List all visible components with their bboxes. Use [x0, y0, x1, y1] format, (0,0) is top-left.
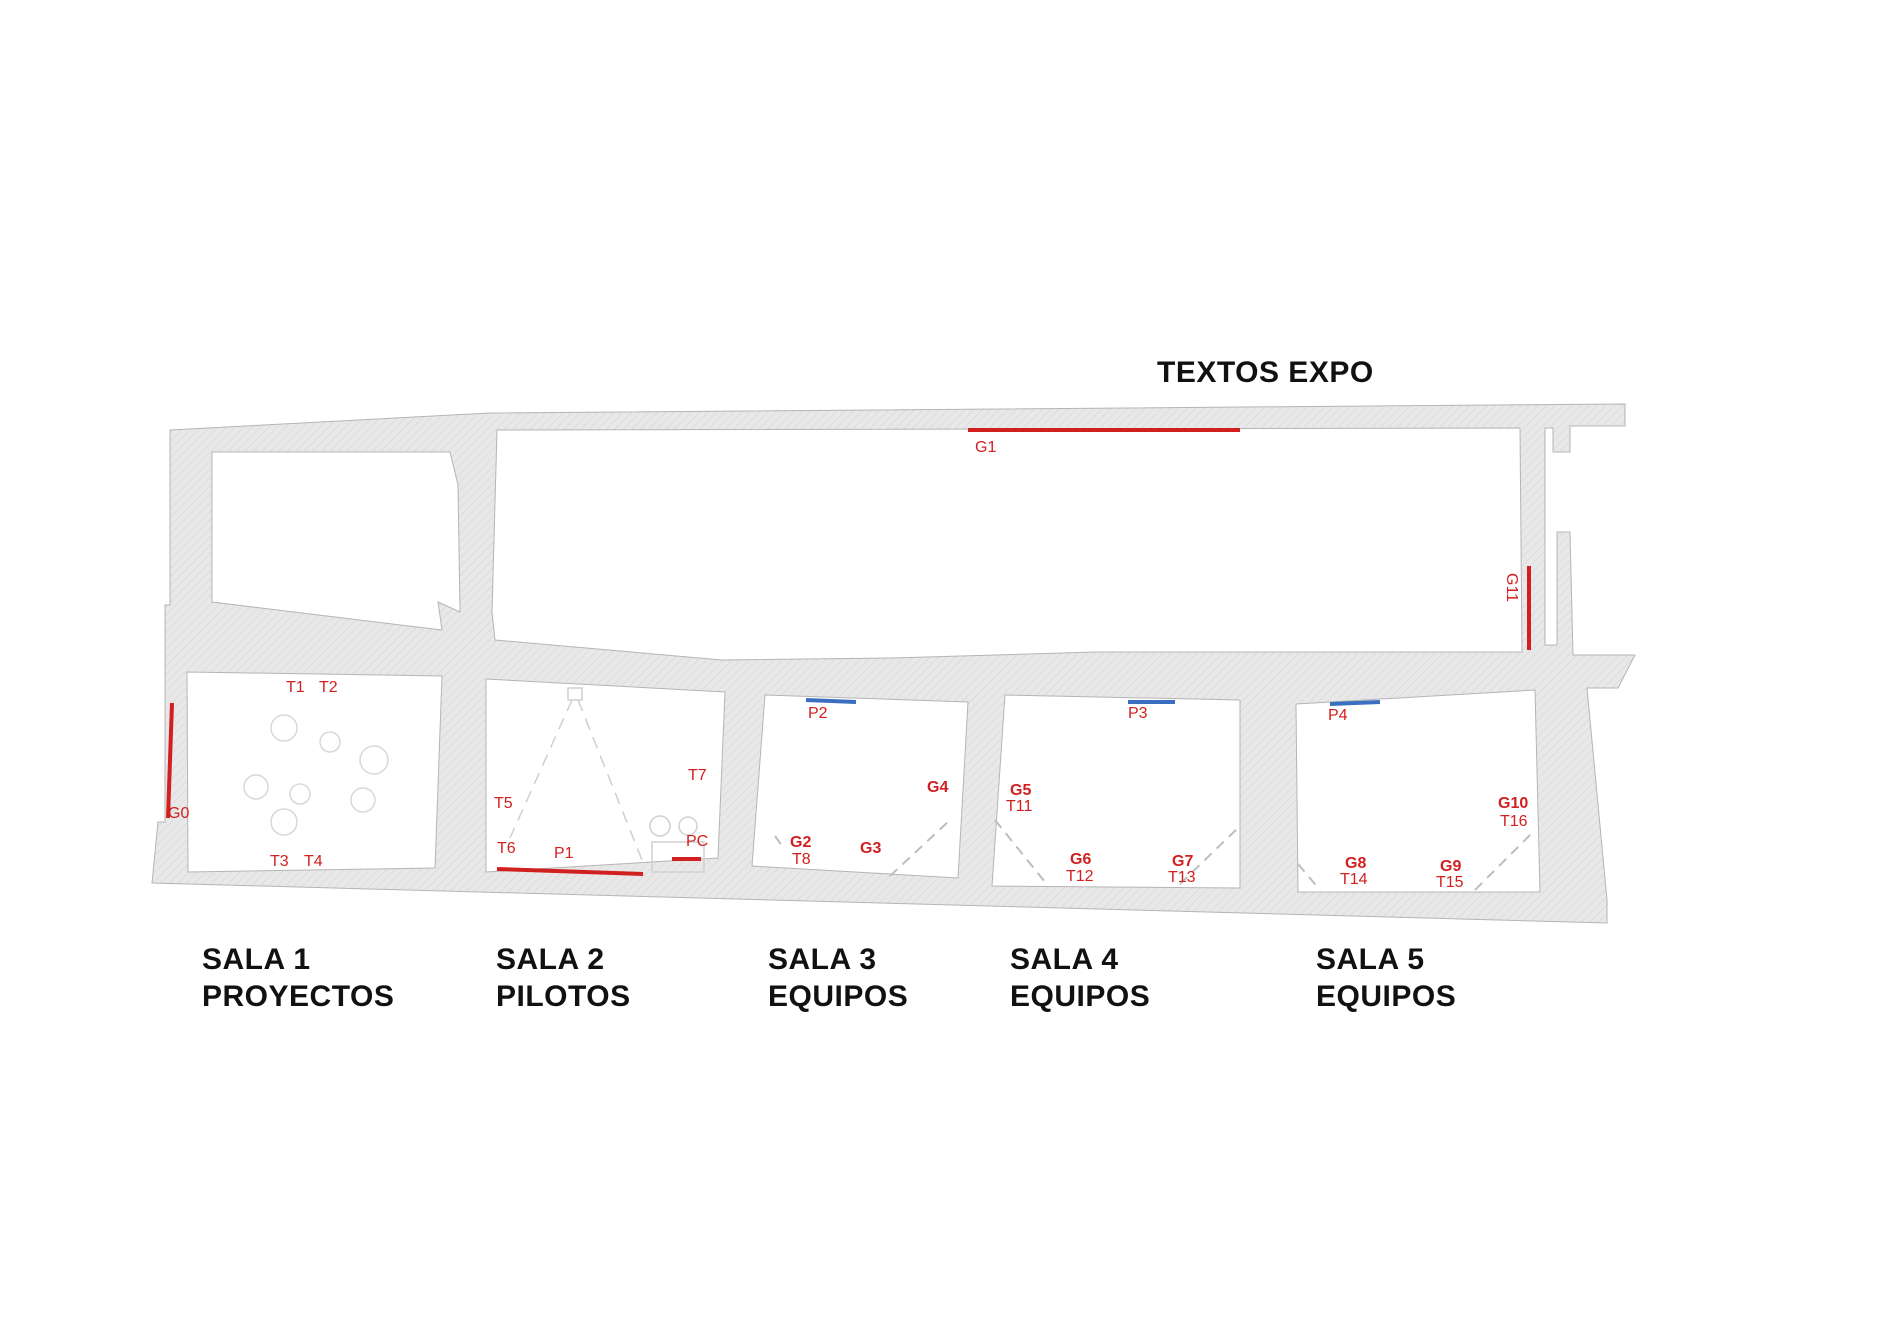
marker-T2: T2	[319, 679, 338, 696]
marker-T8: T8	[792, 851, 811, 868]
panel-P4	[1329, 700, 1381, 706]
marker-T1: T1	[286, 679, 305, 696]
marker-G9: G9	[1440, 858, 1461, 875]
room-label-sala-1: SALA 1 PROYECTOS	[202, 943, 395, 1013]
room-label-sala-4: SALA 4 EQUIPOS	[1010, 943, 1151, 1013]
marker-T11: T11	[1006, 798, 1032, 815]
marker-G4: G4	[927, 779, 948, 796]
marker-T13: T13	[1168, 869, 1196, 886]
marker-P3: P3	[1128, 705, 1148, 722]
marker-PC: PC	[686, 833, 708, 850]
building-walls	[151, 403, 1636, 924]
marker-T6: T6	[497, 840, 516, 857]
room-label-sala-3: SALA 3 EQUIPOS	[768, 943, 909, 1013]
marker-T7: T7	[688, 767, 707, 784]
red-panels	[166, 428, 1531, 876]
marker-G2: G2	[790, 834, 811, 851]
panel-P1	[496, 867, 644, 876]
marker-P2: P2	[808, 705, 828, 722]
marker-labels: G0 G1 G2 G3 G4 G5 G6 G7 G8 G9 G10 G11 T1…	[168, 439, 1528, 891]
marker-T5: T5	[494, 795, 513, 812]
marker-T16: T16	[1500, 813, 1528, 830]
marker-T4: T4	[304, 853, 323, 870]
marker-T15: T15	[1436, 874, 1464, 891]
pilot-furniture	[649, 815, 705, 873]
marker-G6: G6	[1070, 851, 1091, 868]
plan-title: TEXTOS EXPO	[1157, 356, 1374, 389]
marker-T14: T14	[1340, 871, 1368, 888]
marker-G7: G7	[1172, 853, 1193, 870]
room-label-sala-2: SALA 2 PILOTOS	[496, 943, 631, 1013]
marker-G11: G11	[1503, 573, 1520, 602]
marker-G5: G5	[1010, 782, 1031, 799]
room-label-sala-5: SALA 5 EQUIPOS	[1316, 943, 1457, 1013]
sala1-furniture	[243, 714, 389, 836]
marker-T3: T3	[270, 853, 289, 870]
marker-T12: T12	[1066, 868, 1094, 885]
marker-G10: G10	[1498, 795, 1528, 812]
marker-G8: G8	[1345, 855, 1366, 872]
panel-P2	[805, 698, 857, 704]
marker-G1: G1	[975, 439, 996, 456]
blue-panels	[805, 698, 1381, 706]
projection-cone	[509, 687, 643, 861]
marker-G3: G3	[860, 840, 881, 857]
door-swings	[774, 819, 1536, 891]
marker-P1: P1	[554, 845, 574, 862]
marker-P4: P4	[1328, 707, 1348, 724]
panel-G0	[166, 702, 174, 819]
marker-G0: G0	[168, 805, 189, 822]
